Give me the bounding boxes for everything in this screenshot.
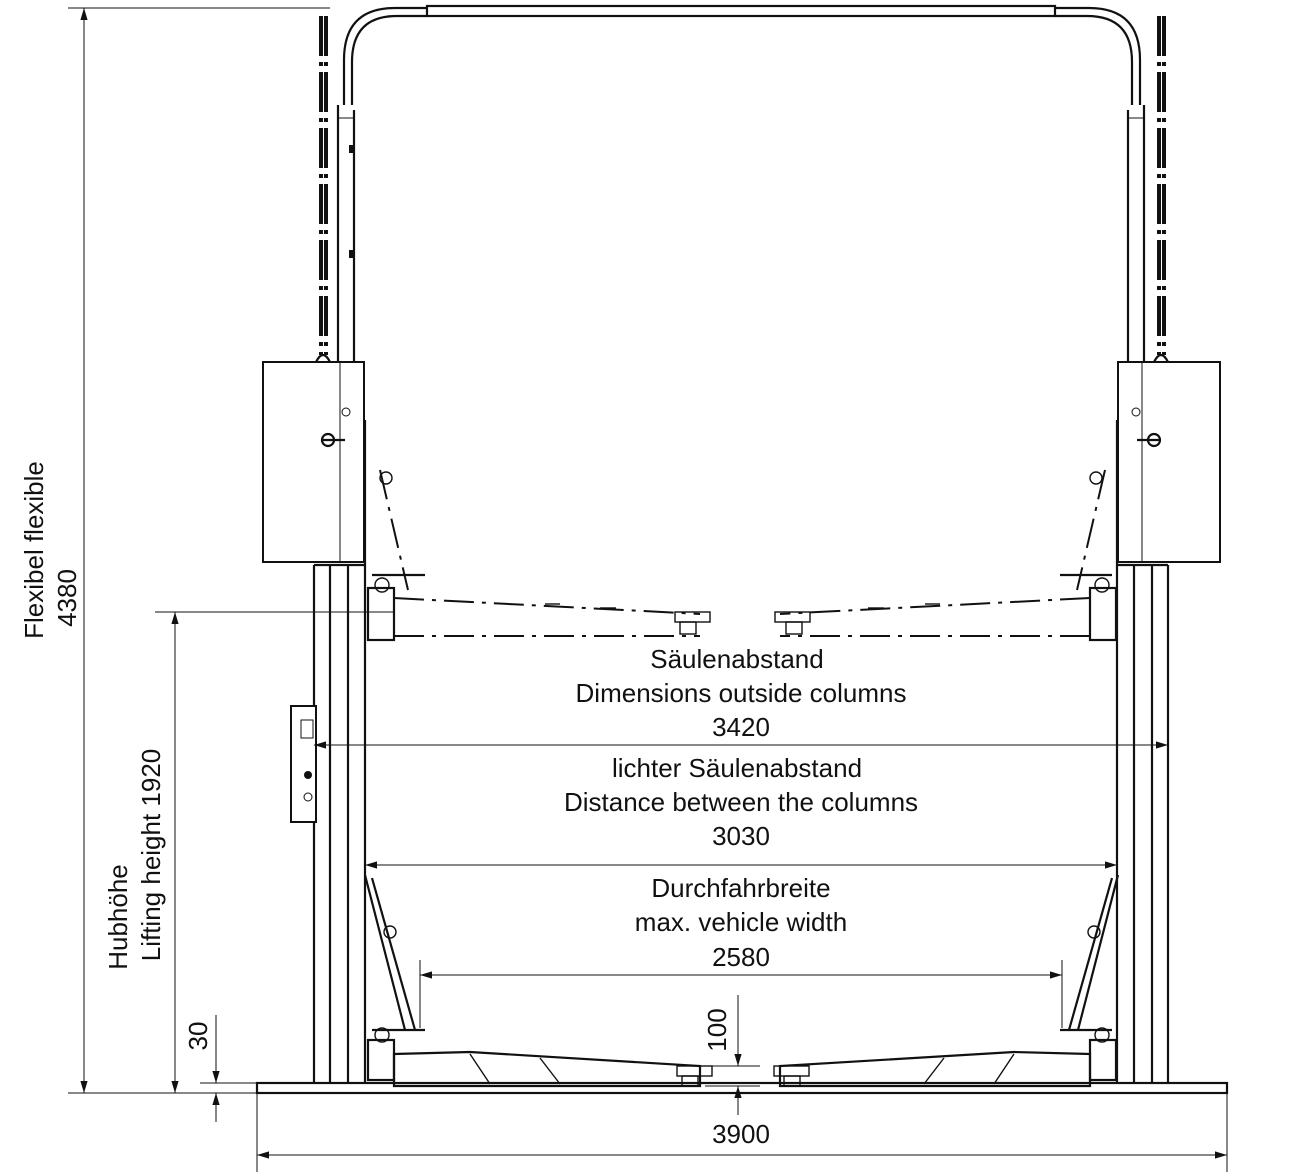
drive-width-de: Durchfahrbreite [651, 873, 830, 903]
drive-width-en: max. vehicle width [635, 907, 847, 937]
height-value: 4380 [52, 569, 82, 627]
column-spacing-value: 3420 [712, 712, 770, 742]
clear-spacing-de: lichter Säulenabstand [612, 753, 862, 783]
lift-label-de: Hubhöhe [103, 864, 133, 970]
lowered-arms [363, 874, 1120, 1088]
total-width-value: 3900 [712, 1119, 770, 1149]
left-column [262, 6, 427, 1083]
arm-height-value: 100 [702, 1008, 732, 1051]
clear-spacing-value: 3030 [712, 821, 770, 851]
base-plate [255, 1081, 1229, 1095]
right-column [1055, 6, 1221, 1083]
left-motor-box [262, 361, 365, 563]
min-height-value: 30 [183, 1022, 213, 1051]
lift-label-en: Lifting height 1920 [136, 749, 166, 962]
raised-arms [366, 469, 1118, 642]
column-spacing-de: Säulenabstand [650, 644, 823, 674]
clear-spacing-en: Distance between the columns [564, 787, 918, 817]
left-control-panel [290, 705, 317, 823]
height-label: Flexibel flexible [19, 461, 49, 639]
right-motor-box [1117, 361, 1221, 563]
dimension-lines [68, 7, 1228, 1172]
overhead-beam [425, 4, 1057, 18]
column-spacing-en: Dimensions outside columns [576, 678, 907, 708]
drive-width-value: 2580 [712, 942, 770, 972]
dimension-labels: Säulenabstand Dimensions outside columns… [19, 461, 918, 1149]
